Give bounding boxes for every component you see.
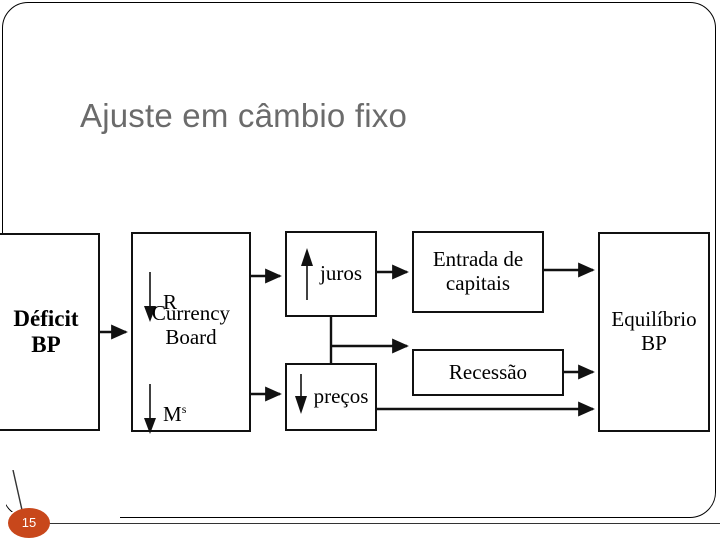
page-badge-tick	[12, 470, 23, 511]
node-entrada-line2: capitais	[445, 271, 511, 295]
down-arrow-icon	[144, 384, 156, 434]
up-arrow-icon	[301, 248, 313, 300]
currency-board-money-row: Ms	[143, 384, 186, 446]
node-precos-label: preços	[313, 384, 369, 409]
currency-board-symbol-M: M	[163, 402, 182, 427]
node-equilibrio-bp[interactable]: Equilíbrio BP	[598, 232, 710, 432]
currency-board-label: Currency Board	[133, 301, 249, 349]
currency-board-line1: Currency	[151, 301, 231, 325]
down-arrow-icon	[144, 272, 156, 322]
node-deficit-bp[interactable]: Déficit BP	[0, 233, 100, 431]
node-juros-label: juros	[320, 261, 362, 286]
currency-board-line2: Board	[165, 324, 217, 349]
node-precos[interactable]: preços	[285, 363, 377, 431]
down-arrow-icon	[294, 374, 307, 414]
node-deficit-bp-line1: Déficit	[13, 306, 79, 332]
currency-board-symbol-M-sup: s	[181, 402, 187, 417]
node-recessao[interactable]: Recessão	[412, 349, 564, 396]
node-juros[interactable]: juros	[285, 231, 377, 317]
node-equilibrio-line2: BP	[641, 331, 667, 355]
node-equilibrio-line1: Equilíbrio	[611, 307, 697, 332]
currency-board-reserves-row: R	[143, 272, 177, 334]
page-title: Ajuste em câmbio fixo	[80, 97, 407, 134]
node-entrada-de-capitais[interactable]: Entrada de capitais	[412, 231, 544, 313]
node-recessao-label: Recessão	[448, 359, 528, 384]
currency-board-symbol-R: R	[163, 290, 178, 315]
page-number-badge: 15	[8, 508, 50, 538]
footer-rule	[36, 523, 720, 524]
node-deficit-bp-line2: BP	[31, 332, 61, 357]
node-entrada-line1: Entrada de	[432, 247, 524, 272]
node-currency-board[interactable]: R Currency Board Ms	[131, 232, 251, 434]
